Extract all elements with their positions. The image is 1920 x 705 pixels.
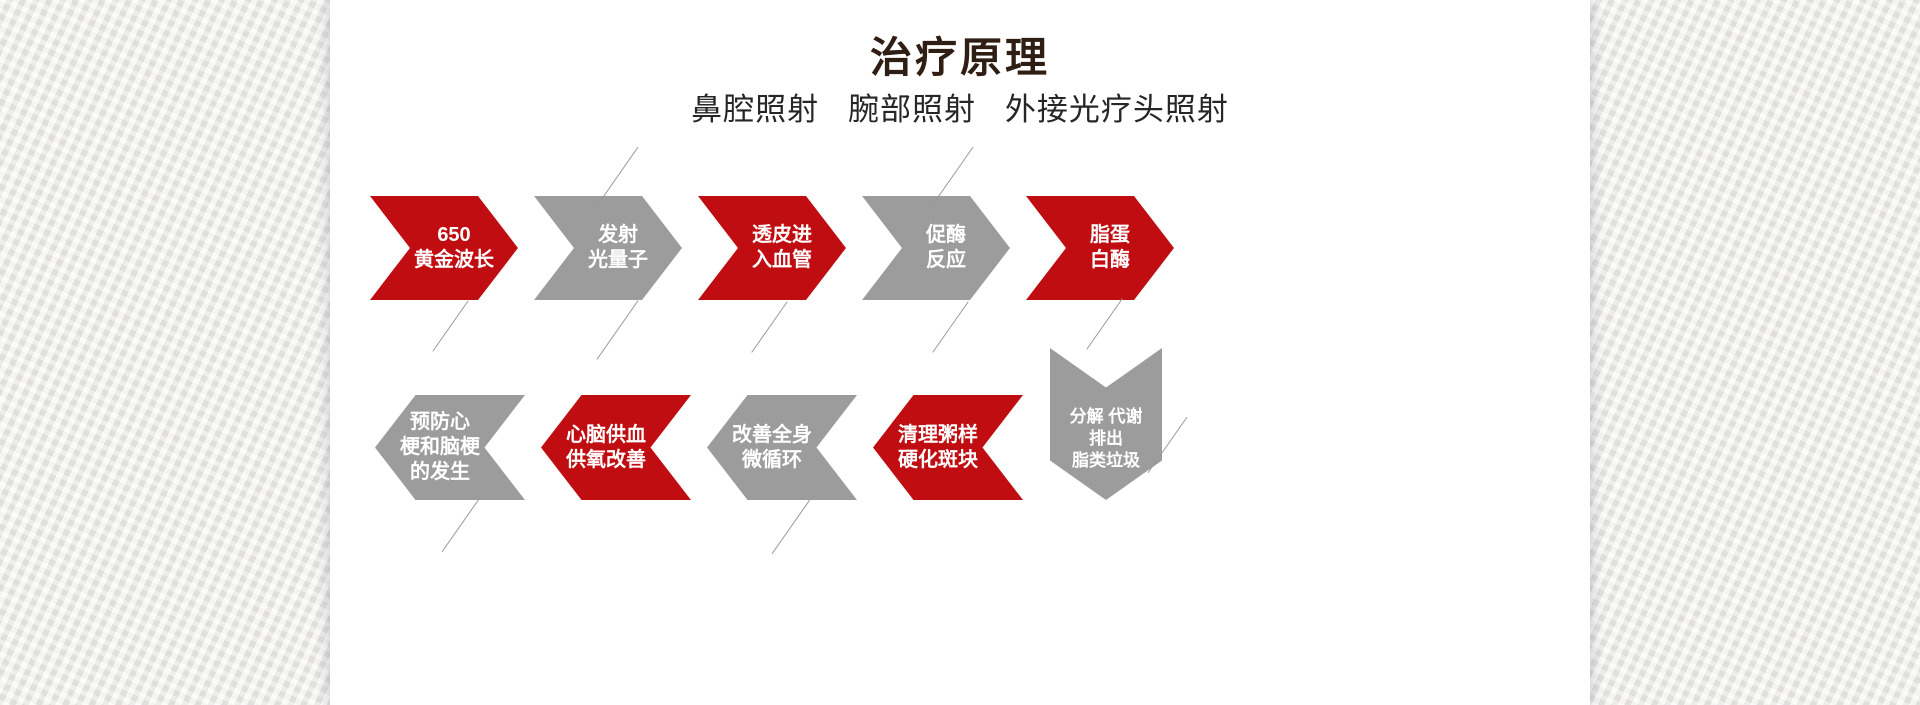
page-title: 治疗原理 xyxy=(869,34,1050,81)
page-subtitle: 鼻腔照射 腕部照射 外接光疗头照射 xyxy=(691,92,1229,127)
content-page xyxy=(330,0,1590,705)
flow-step-top-5: 脂蛋 白酶 xyxy=(1026,196,1174,300)
flow-step-top-1: 650 黄金波长 xyxy=(370,196,518,300)
flow-step-top-2: 发射 光量子 xyxy=(534,196,682,300)
flow-step-label: 650 黄金波长 xyxy=(414,224,494,271)
flow-step-label: 改善全身 微循环 xyxy=(732,423,812,471)
flow-step-label: 发射 光量子 xyxy=(588,224,648,271)
flow-step-label: 脂蛋 白酶 xyxy=(1090,224,1130,271)
flow-step-bottom-4: 预防心 梗和脑梗 的发生 xyxy=(375,395,525,500)
flow-step-label: 促酶 反应 xyxy=(926,224,966,271)
flow-bottom-row: 预防心 梗和脑梗 的发生 心脑供血 供氧改善 改善全身 微循环 清理粥样 硬化斑… xyxy=(375,395,1023,500)
flow-step-label: 清理粥样 硬化斑块 xyxy=(898,423,978,471)
flow-step-bottom-1: 清理粥样 硬化斑块 xyxy=(873,395,1023,500)
flow-step-top-3: 透皮进 入血管 xyxy=(698,196,846,300)
flow-step-bottom-3: 心脑供血 供氧改善 xyxy=(541,395,691,500)
flow-step-label: 分解 代谢 排出 脂类垃圾 xyxy=(1069,406,1143,471)
flow-step-label: 心脑供血 供氧改善 xyxy=(566,423,646,471)
flow-top-row: 650 黄金波长 发射 光量子 透皮进 入血管 促酶 反应 脂蛋 白酶 xyxy=(370,196,1174,300)
flow-step-top-4: 促酶 反应 xyxy=(862,196,1010,300)
flow-step-bottom-2: 改善全身 微循环 xyxy=(707,395,857,500)
flow-step-label: 预防心 梗和脑梗 的发生 xyxy=(400,411,480,483)
flow-step-label: 透皮进 入血管 xyxy=(752,224,812,271)
